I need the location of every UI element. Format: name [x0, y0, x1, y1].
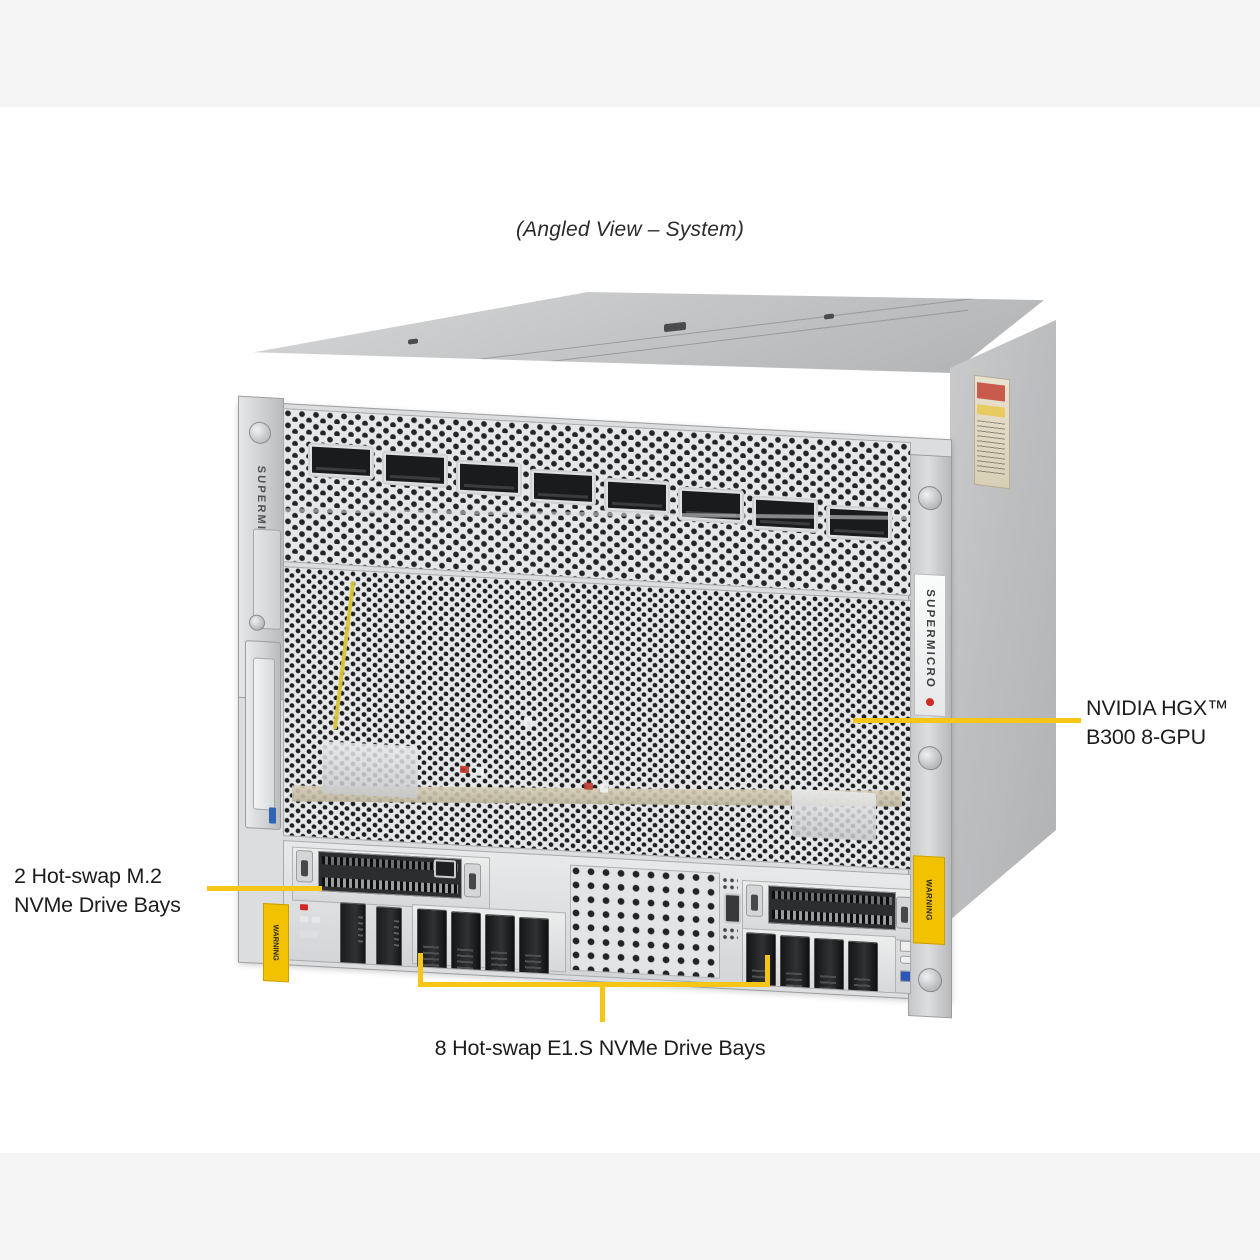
- module-slot[interactable]: [606, 479, 668, 513]
- handle-knob-icon[interactable]: [249, 614, 265, 632]
- callout-bracket-bar: [418, 982, 770, 987]
- brand-dot-icon: [926, 697, 934, 707]
- chassis-handle-left[interactable]: [245, 640, 281, 830]
- status-led: [524, 717, 532, 727]
- status-led: [460, 765, 469, 774]
- chassis-spec-sticker: [974, 374, 1010, 490]
- pcie-card-right: [768, 885, 896, 931]
- card-latch[interactable]: [296, 849, 313, 883]
- page-title: (Angled View – System): [515, 218, 745, 241]
- screw-icon: [918, 485, 942, 511]
- e1s-drive-bay[interactable]: [519, 916, 549, 987]
- warning-label-left: WARNING: [263, 903, 289, 983]
- server-product-image: SUPERMICRO WARNING SUPERMICRO: [238, 292, 1056, 1019]
- internal-module-right: [792, 788, 876, 842]
- usb3-port[interactable]: [900, 970, 911, 983]
- status-led: [584, 782, 593, 790]
- status-led: [600, 783, 608, 793]
- usb-c-port[interactable]: [900, 955, 911, 965]
- screw-icon: [918, 745, 942, 771]
- callout-leader-gpu: [853, 718, 1081, 723]
- status-led: [476, 766, 484, 776]
- card-latch[interactable]: [746, 884, 763, 918]
- mgmt-lan-port[interactable]: [434, 859, 456, 879]
- e1s-drive-bay[interactable]: [451, 911, 481, 981]
- warning-label-right: WARNING: [913, 855, 945, 945]
- led-indicator-stack: [300, 904, 334, 958]
- module-slot[interactable]: [310, 444, 372, 478]
- module-slot[interactable]: [458, 461, 520, 495]
- e1s-drive-bay[interactable]: [485, 914, 515, 984]
- card-latch[interactable]: [896, 896, 911, 930]
- callout-label-e1s: 8 Hot-swap E1.S NVMe Drive Bays: [434, 1036, 766, 1060]
- card-latch[interactable]: [464, 862, 481, 898]
- internal-module-left: [322, 741, 418, 799]
- rack-ear-right: SUPERMICRO WARNING: [908, 453, 952, 1019]
- module-slot[interactable]: [384, 452, 446, 486]
- perforated-mesh: [284, 409, 910, 596]
- callout-bracket-stem-center: [600, 982, 605, 1022]
- center-vent-panel: [570, 864, 720, 979]
- e1s-drive-bay[interactable]: [814, 937, 844, 995]
- gpu-tray-bay: [283, 566, 911, 871]
- brand-plate-right: SUPERMICRO: [914, 573, 946, 718]
- vent-dots: [722, 876, 738, 892]
- e1s-drive-bay[interactable]: [848, 940, 878, 995]
- callout-bracket-stem-right: [765, 955, 770, 987]
- callout-label-m2: 2 Hot-swap M.2 NVMe Drive Bays: [14, 864, 181, 917]
- module-slot[interactable]: [828, 506, 890, 540]
- m2-drive-bay[interactable]: [340, 902, 366, 966]
- module-slot[interactable]: [532, 470, 594, 504]
- screw-icon: [249, 421, 271, 445]
- brand-logo-right: SUPERMICRO: [924, 588, 936, 690]
- callout-leader-m2: [207, 886, 322, 891]
- m2-drive-bay[interactable]: [376, 906, 402, 970]
- chassis-front-face: SUPERMICRO WARNING SUPERMICRO: [238, 395, 952, 1019]
- blue-release-tab[interactable]: [269, 807, 276, 824]
- usb-a-port[interactable]: [900, 940, 911, 953]
- vent-dots: [722, 926, 738, 942]
- top-module-bay: [283, 408, 911, 597]
- callout-bracket-stem-left: [418, 953, 423, 987]
- e1s-drive-bay[interactable]: [780, 935, 810, 995]
- screw-icon: [918, 967, 942, 993]
- callout-label-gpu: NVIDIA HGX™ B300 8-GPU: [1086, 696, 1229, 749]
- vga-port[interactable]: [724, 892, 741, 924]
